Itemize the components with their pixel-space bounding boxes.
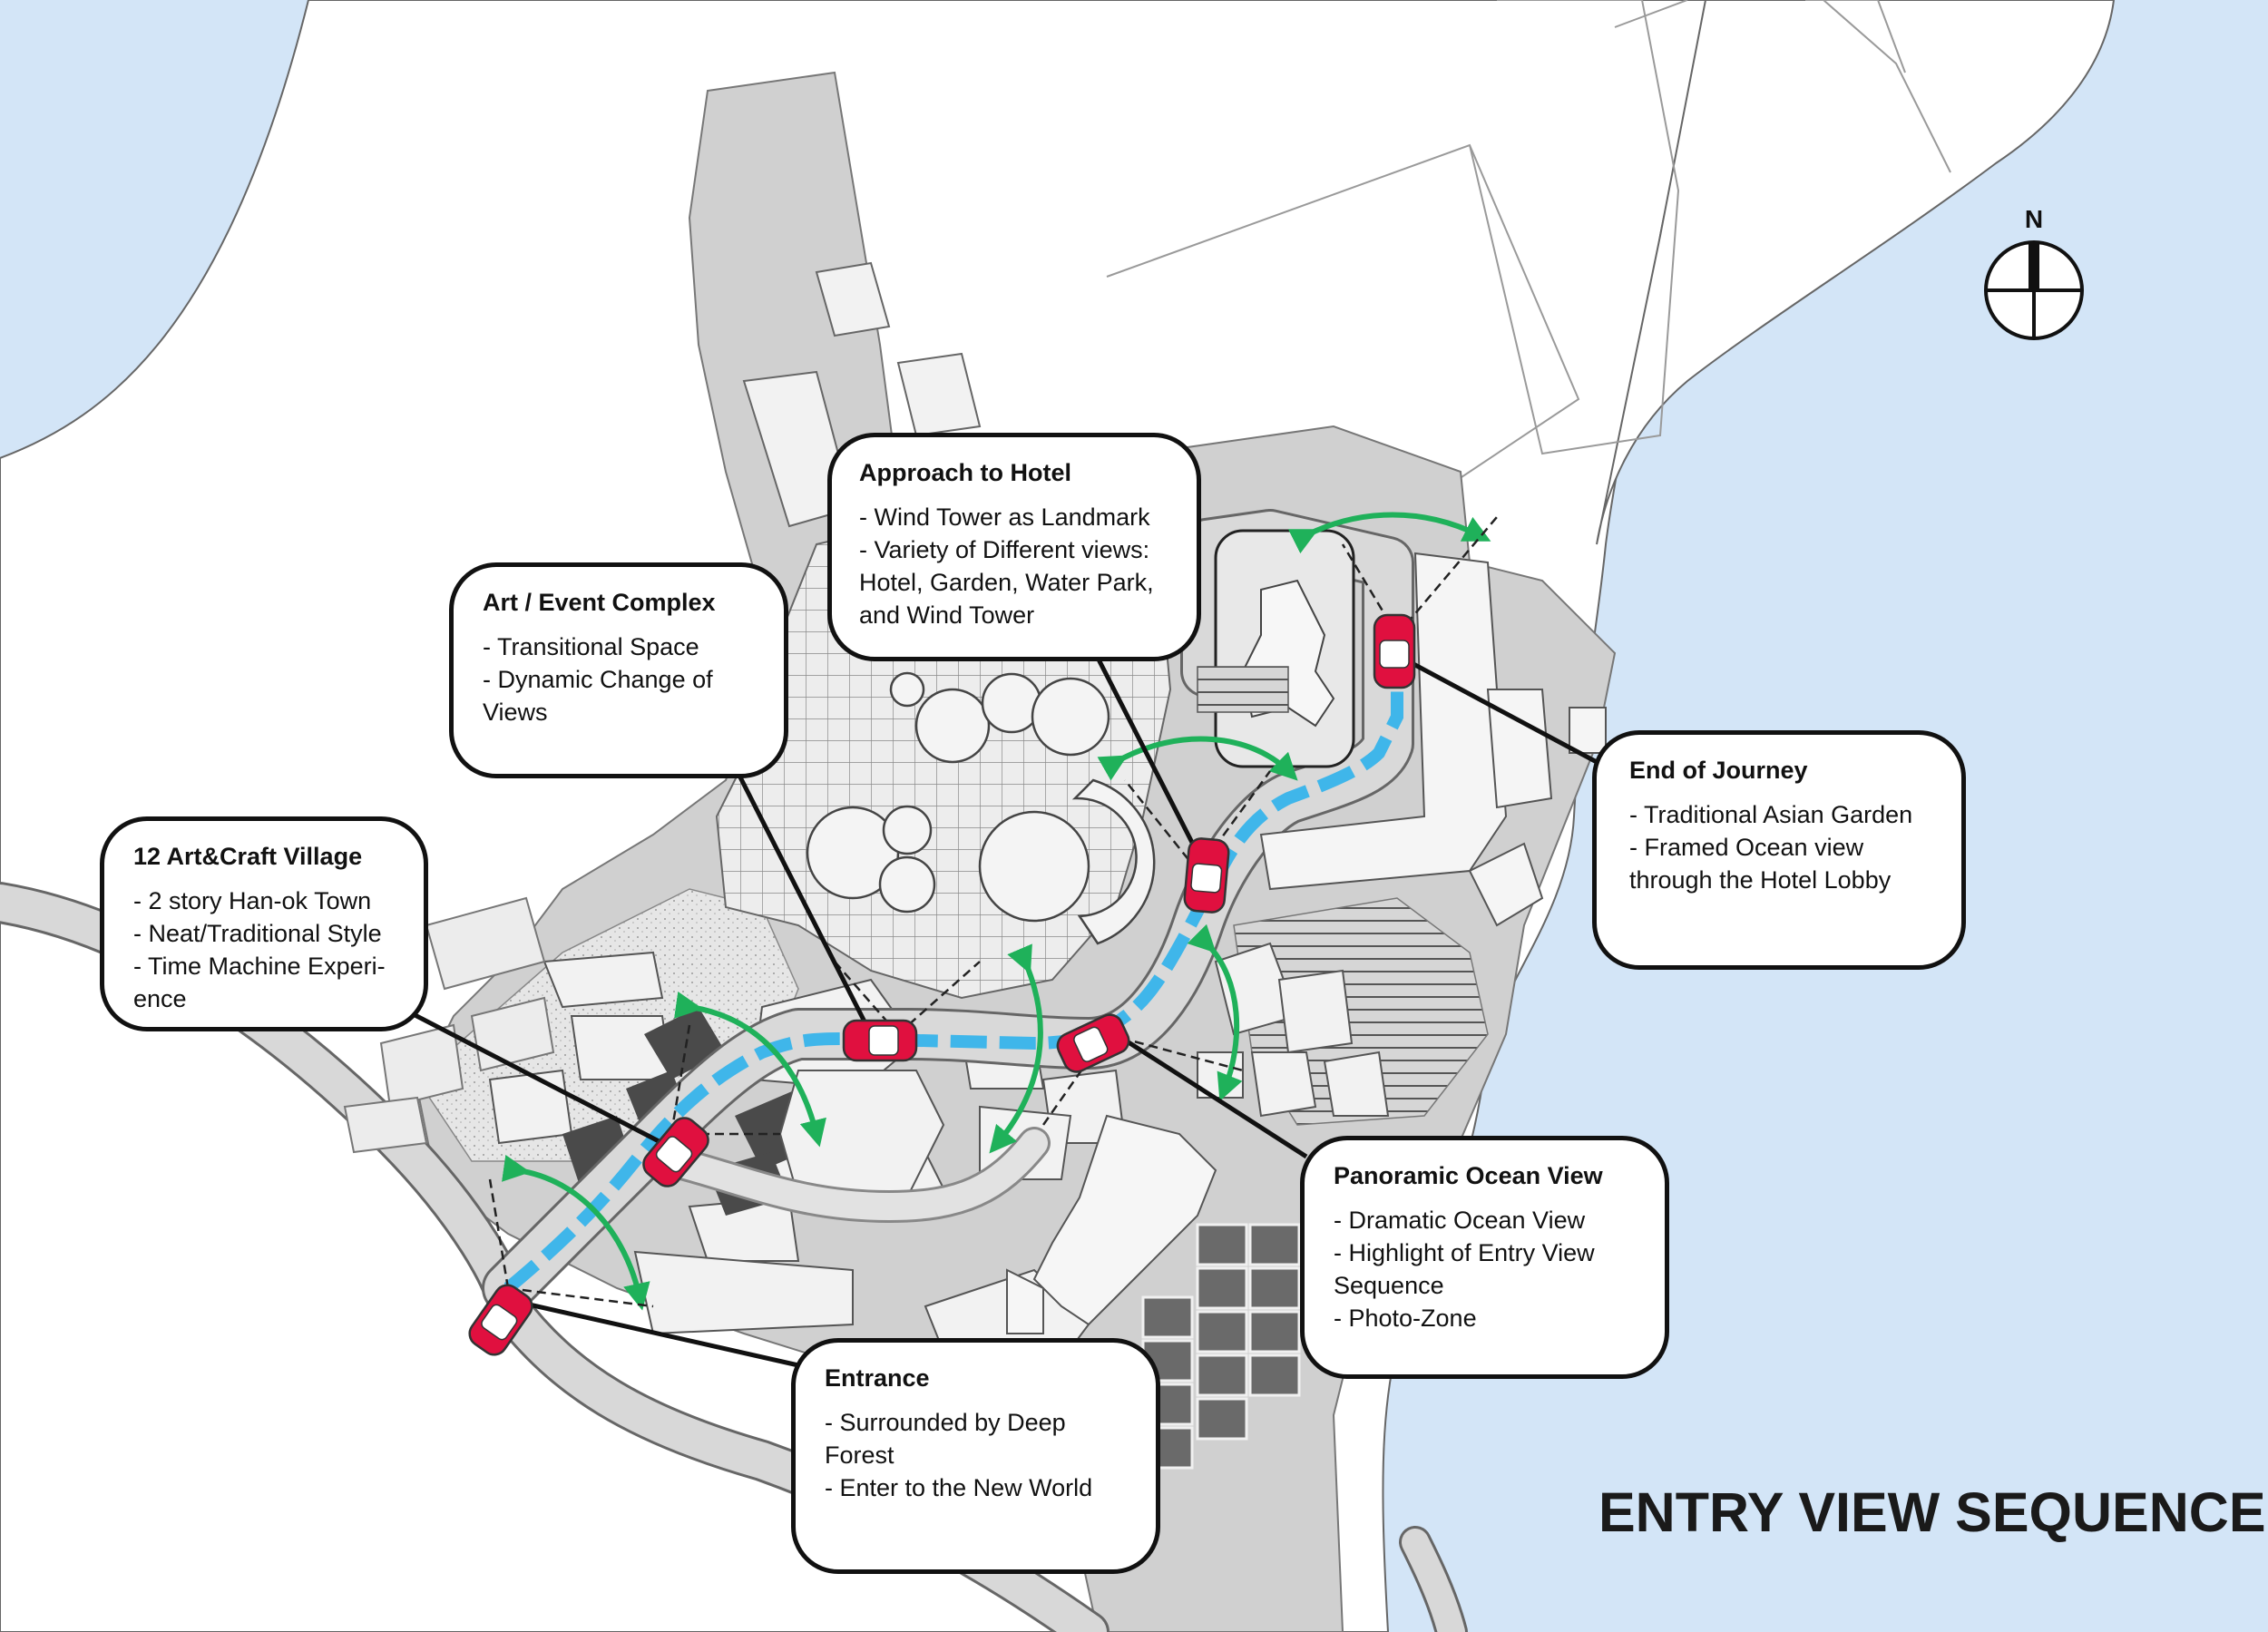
- north-label: N: [2024, 205, 2044, 233]
- callout-line: - Traditional Asian Garden: [1629, 801, 1913, 828]
- north-buildings: [742, 261, 982, 528]
- callout-line: Views: [483, 699, 548, 726]
- callout-line: through the Hotel Lobby: [1629, 866, 1892, 894]
- callout-approach-to-hotel: Approach to Hotel - Wind Tower as Landma…: [827, 433, 1201, 661]
- solar-panels: [1141, 1223, 1301, 1470]
- callout-line: - Enter to the New World: [825, 1474, 1093, 1501]
- callout-pointers: [397, 655, 1598, 1368]
- callout-line: - Variety of Different views:: [859, 536, 1150, 563]
- car-art-complex: [842, 1019, 918, 1062]
- callout-title: Panoramic Ocean View: [1334, 1162, 1603, 1189]
- callout-panoramic-ocean-view: Panoramic Ocean View - Dramatic Ocean Vi…: [1300, 1136, 1669, 1379]
- coast-land: [1596, 0, 2116, 545]
- callout-line: - Photo-Zone: [1334, 1305, 1477, 1332]
- car-markers: [468, 613, 1416, 1356]
- callout-art-event-complex: Art / Event Complex - Transitional Space…: [449, 562, 788, 778]
- terraced-housing: [1006, 1114, 1217, 1334]
- callout-line: Forest: [825, 1441, 894, 1469]
- callout-line: Hotel, Garden, Water Park,: [859, 569, 1154, 596]
- callout-title: Entrance: [825, 1364, 930, 1392]
- page-title: ENTRY VIEW SEQUENCE: [1598, 1481, 2266, 1543]
- callout-title: Art / Event Complex: [483, 589, 716, 616]
- callout-line: - Dramatic Ocean View: [1334, 1207, 1586, 1234]
- callout-line: - Highlight of Entry View: [1334, 1239, 1595, 1266]
- callout-title: Approach to Hotel: [859, 459, 1071, 486]
- car-village: [642, 1117, 709, 1187]
- callout-end-of-journey: End of Journey - Traditional Asian Garde…: [1592, 730, 1966, 970]
- callout-entrance: Entrance - Surrounded by Deep Forest - E…: [791, 1338, 1160, 1574]
- callout-title: End of Journey: [1629, 757, 1808, 784]
- callout-line: - Time Machine Experi-: [133, 953, 386, 980]
- plaza-fountains: [806, 671, 1156, 945]
- car-approach: [1183, 837, 1230, 914]
- parcel-lines: [1106, 0, 1951, 509]
- callout-line: Sequence: [1334, 1272, 1444, 1299]
- north-arrow-icon: [1984, 240, 2084, 340]
- car-entrance: [468, 1284, 533, 1356]
- callout-line: - Dynamic Change of: [483, 666, 713, 693]
- callout-line: - Neat/Traditional Style: [133, 920, 382, 947]
- callout-line: - Framed Ocean view: [1629, 834, 1864, 861]
- view-arcs: [502, 512, 1491, 1311]
- callout-line: - Surrounded by Deep: [825, 1409, 1066, 1436]
- car-panoramic: [1056, 1013, 1130, 1073]
- callout-art-craft-village: 12 Art&Craft Village - 2 story Han-ok To…: [100, 816, 428, 1031]
- callout-line: - 2 story Han-ok Town: [133, 887, 372, 914]
- callout-title: 12 Art&Craft Village: [133, 843, 363, 870]
- callout-line: and Wind Tower: [859, 601, 1035, 629]
- callout-line: ence: [133, 985, 187, 1012]
- car-end: [1373, 613, 1416, 689]
- callout-line: - Wind Tower as Landmark: [859, 503, 1150, 531]
- callout-line: - Transitional Space: [483, 633, 699, 660]
- west-blocks: [343, 896, 555, 1154]
- hotel-garden: [1197, 529, 1607, 927]
